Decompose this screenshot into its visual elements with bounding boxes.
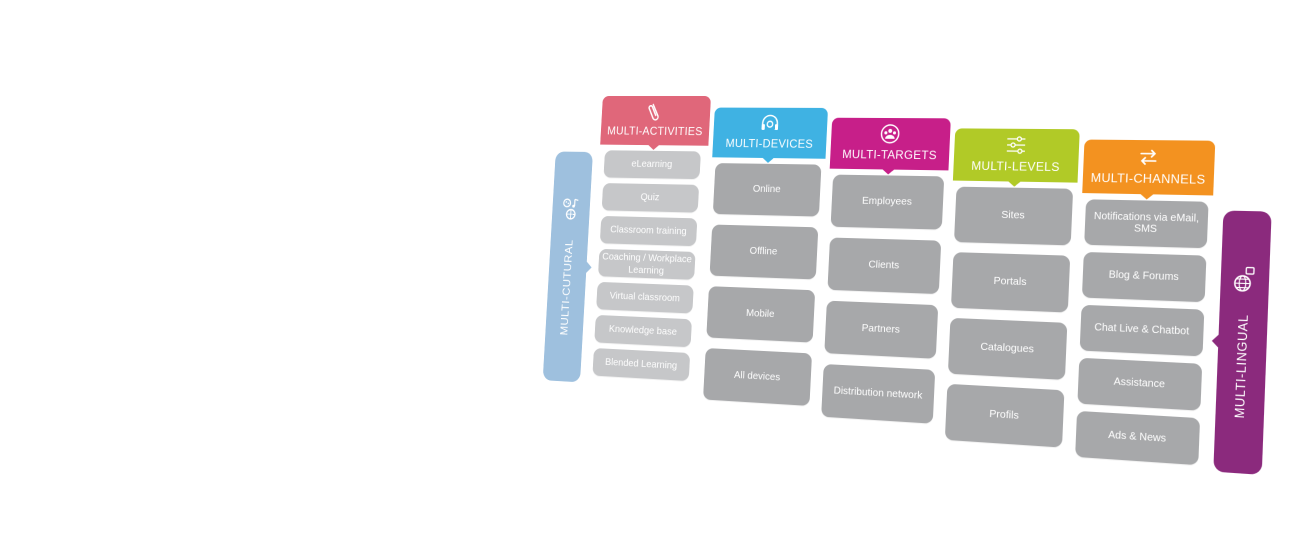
multi-cultural-notch [586, 261, 592, 273]
cell-profils: Profils [944, 383, 1065, 448]
header-label: MULTI-DEVICES [725, 136, 814, 151]
cell-knowledge-base: Knowledge base [594, 314, 692, 348]
cell-elearning: eLearning [603, 150, 701, 180]
header-label: MULTI-TARGETS [841, 147, 938, 163]
header-label: MULTI-ACTIVITIES [606, 124, 703, 139]
cell-sites: Sites [953, 186, 1074, 246]
cell-blended-learning: Blended Learning [592, 348, 691, 382]
cell-chat-live: Chat Live & Chatbot [1079, 304, 1205, 357]
cell-all-devices: All devices [703, 348, 813, 406]
cell-clients: Clients [827, 237, 942, 295]
multi-matrix-board: MULTI-CUTURAL MULTI-ACTIVITIES eLearning… [534, 96, 1285, 494]
cell-ads-news: Ads & News [1075, 410, 1201, 466]
cell-quiz: Quiz [601, 183, 700, 213]
header-multi-activities: MULTI-ACTIVITIES [600, 96, 711, 150]
header-multi-targets: MULTI-TARGETS [829, 117, 951, 175]
multi-cultural-label: MULTI-CUTURAL [557, 239, 576, 336]
cell-offline: Offline [709, 224, 819, 280]
header-label: MULTI-LEVELS [970, 158, 1061, 175]
cell-blog-forums: Blog & Forums [1081, 251, 1207, 303]
column-multi-activities: MULTI-ACTIVITIES eLearning Quiz Classroo… [587, 96, 711, 387]
column-multi-levels: MULTI-LEVELS Sites Portals Catalogues Pr… [940, 128, 1080, 458]
column-multi-channels: MULTI-CHANNELS Notifications via eMail, … [1071, 139, 1216, 473]
globe-icon [1231, 265, 1259, 299]
cell-coaching: Coaching / Workplace Learning [597, 248, 696, 280]
cell-distribution-network: Distribution network [821, 364, 936, 424]
cell-employees: Employees [830, 174, 945, 230]
column-multi-devices: MULTI-DEVICES Online Offline Mobile All … [699, 107, 829, 418]
multi-cultural-bar: MULTI-CUTURAL [542, 151, 593, 383]
cell-virtual-classroom: Virtual classroom [596, 281, 694, 314]
header-label: MULTI-CHANNELS [1090, 170, 1206, 187]
cell-portals: Portals [950, 252, 1071, 313]
header-multi-devices: MULTI-DEVICES [712, 107, 829, 163]
column-multi-targets: MULTI-TARGETS Employees Clients Partners… [817, 117, 951, 435]
headset-icon [759, 113, 780, 139]
cell-online: Online [712, 163, 822, 217]
cell-notifications: Notifications via eMail, SMS [1084, 199, 1209, 249]
cell-mobile: Mobile [706, 286, 816, 343]
cell-classroom-training: Classroom training [599, 215, 698, 247]
culture-icons [561, 197, 581, 226]
cell-assistance: Assistance [1077, 357, 1203, 411]
multi-lingual-bar: MULTI-LINGUAL [1211, 210, 1272, 475]
arrows-exchange-icon [1136, 145, 1160, 173]
sliders-icon [1004, 134, 1027, 162]
header-multi-levels: MULTI-LEVELS [952, 128, 1080, 187]
multi-lingual-notch [1211, 333, 1219, 347]
paperclip-icon [645, 101, 666, 127]
group-icon [879, 123, 901, 150]
header-multi-channels: MULTI-CHANNELS [1082, 139, 1216, 200]
cell-catalogues: Catalogues [947, 317, 1068, 380]
multi-lingual-label: MULTI-LINGUAL [1231, 313, 1252, 419]
cell-partners: Partners [824, 300, 939, 359]
